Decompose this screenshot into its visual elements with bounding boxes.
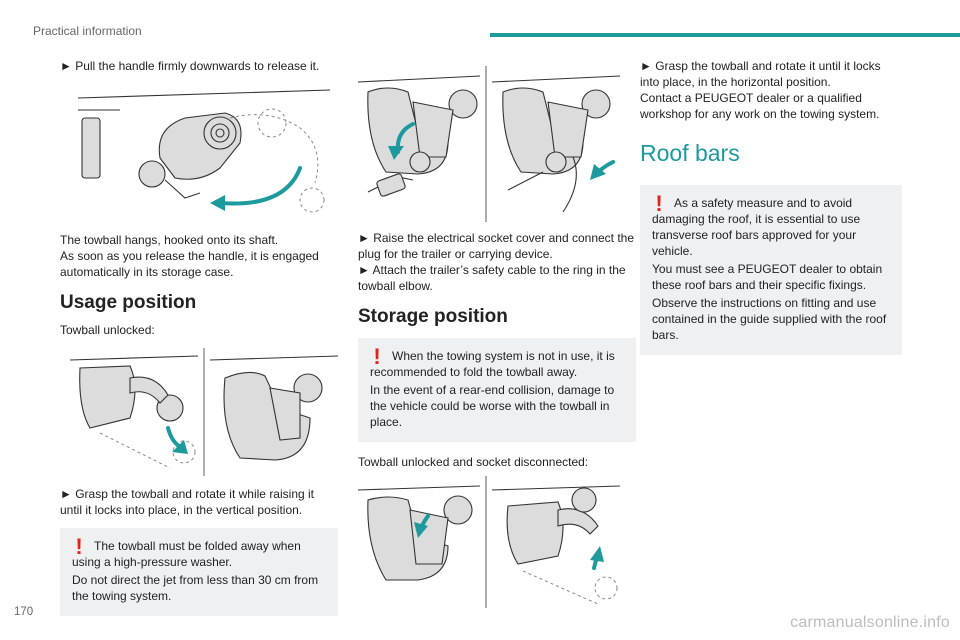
watermark-text: carmanualsonline.info	[790, 614, 950, 631]
illustration-release-handle	[77, 89, 331, 213]
warning-text: Observe the instructions on fitting and …	[652, 296, 887, 342]
warning-icon: !	[655, 191, 663, 216]
warning-fold-towball: ! When the towing system is not in use, …	[358, 338, 636, 442]
header-accent-bar	[490, 33, 960, 37]
contact-dealer-text: Contact a PEUGEOT dealer or a qualified …	[640, 91, 880, 121]
column-3: ► Grasp the towball and rotate it until …	[640, 58, 902, 355]
warning-high-pressure-washer: ! The towball must be folded away when u…	[60, 528, 338, 616]
page-number: 170	[14, 606, 34, 618]
towball-hangs-text: The towball hangs, hooked onto its shaft…	[60, 233, 279, 247]
header-section-title: Practical information	[33, 24, 142, 38]
illustration-electrical-socket	[358, 66, 620, 222]
column-2: ► Raise the electrical socket cover and …	[358, 62, 636, 608]
warning-text: The towball must be folded away when usi…	[72, 539, 301, 569]
step-grasp-rotate: ► Grasp the towball and rotate it until …	[640, 59, 881, 89]
warning-icon: !	[75, 534, 83, 559]
towball-unlocked-label: Towball unlocked:	[60, 323, 155, 337]
warning-roof-bars: ! As a safety measure and to avoid damag…	[640, 185, 902, 355]
step-raise-socket-cover: ► Raise the electrical socket cover and …	[358, 231, 635, 261]
unlocked-disconnected-label: Towball unlocked and socket disconnected…	[358, 455, 589, 469]
illustration-usage-position	[69, 348, 338, 476]
step-attach-safety-cable: ► Attach the trailer’s safety cable to t…	[358, 263, 626, 293]
step-release-handle: ► Pull the handle firmly downwards to re…	[60, 59, 320, 73]
warning-text: When the towing system is not in use, it…	[370, 349, 615, 379]
usage-position-heading: Usage position	[60, 292, 197, 313]
warning-text: You must see a PEUGEOT dealer to obtain …	[652, 262, 883, 292]
warning-text: In the event of a rear-end collision, da…	[370, 383, 615, 429]
engaged-automatically-text: As soon as you release the handle, it is…	[60, 249, 319, 279]
warning-icon: !	[373, 344, 381, 369]
column-1: ► Pull the handle firmly downwards to re…	[60, 58, 338, 616]
roof-bars-heading: Roof bars	[640, 140, 740, 166]
warning-text: As a safety measure and to avoid damagin…	[652, 196, 861, 258]
step-grasp-raise: ► Grasp the towball and rotate it while …	[60, 487, 314, 517]
illustration-storage-position	[358, 476, 620, 608]
warning-text: Do not direct the jet from less than 30 …	[72, 573, 319, 603]
storage-position-heading: Storage position	[358, 306, 508, 327]
